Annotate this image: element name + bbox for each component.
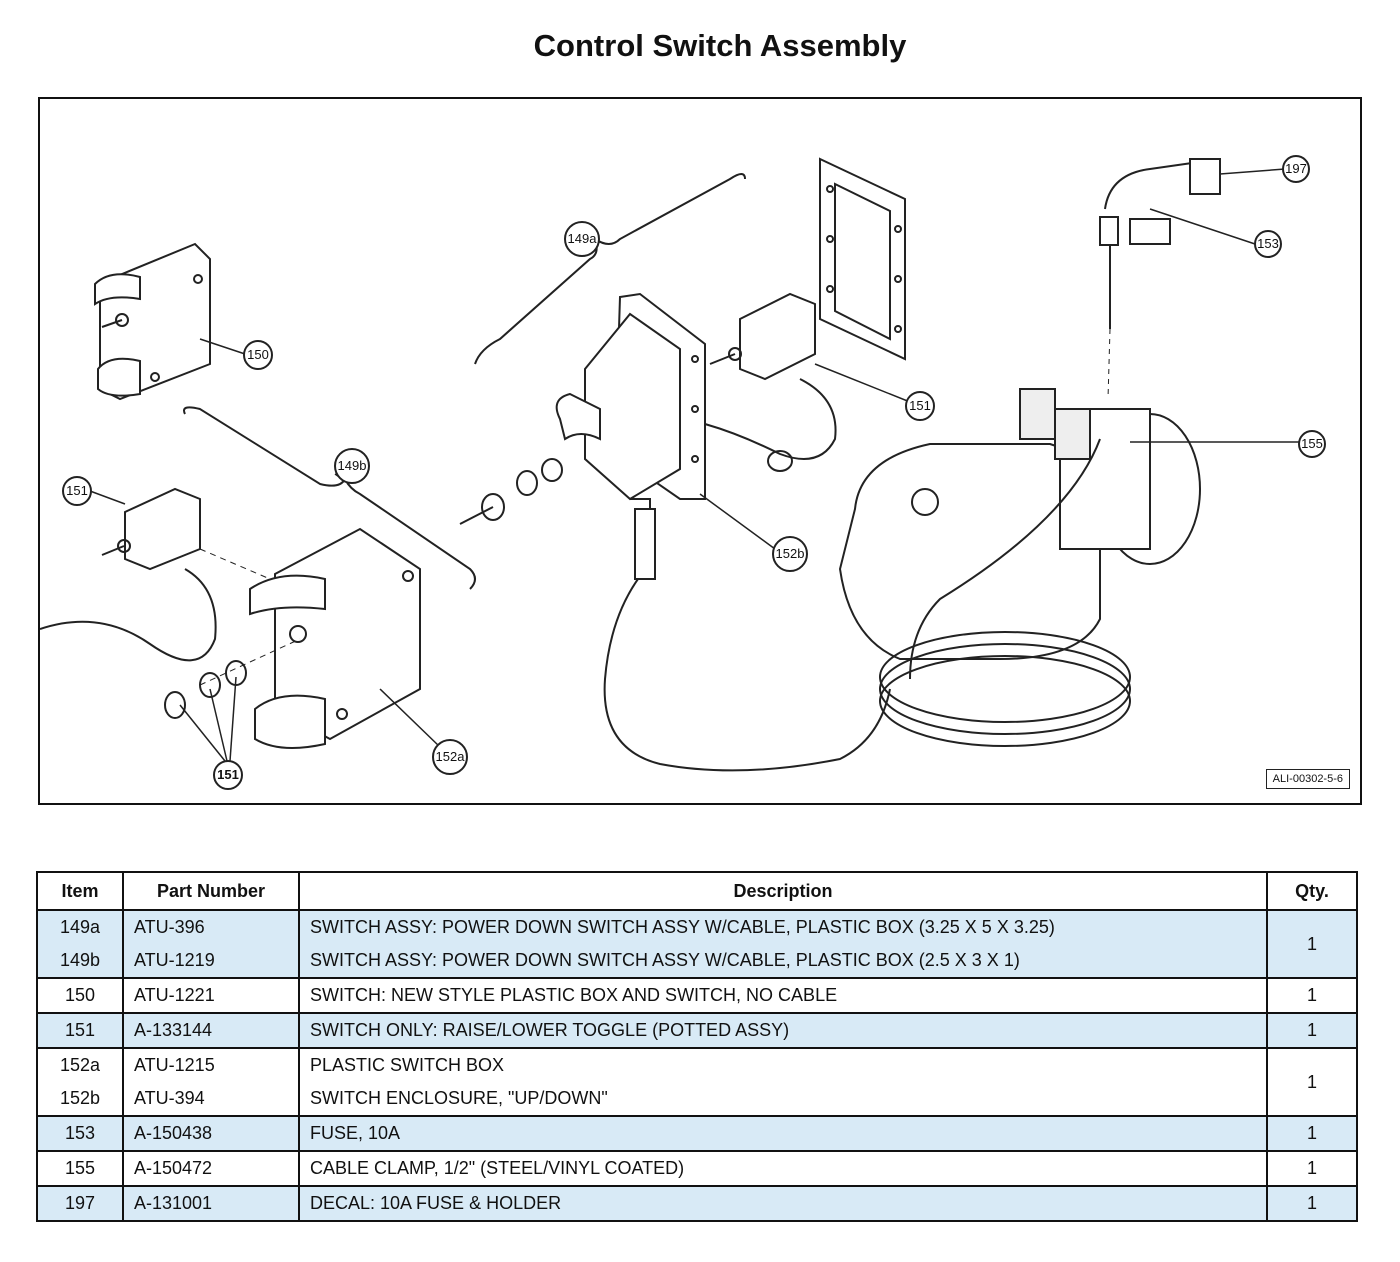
callout-151-center: 151 [909, 398, 931, 413]
callout-151-nuts: 151 [217, 767, 239, 782]
table-row: 150 ATU-1221 SWITCH: NEW STYLE PLASTIC B… [36, 977, 1358, 1014]
callout-bubbles [62, 155, 1326, 790]
table-row: 197 A-131001 DECAL: 10A FUSE & HOLDER 1 [36, 1185, 1358, 1222]
cell-qty: 1 [1266, 909, 1358, 979]
cell-item: 151 [36, 1012, 124, 1048]
switch-enclosure-152b [555, 292, 891, 772]
cell-qty: 1 [1266, 977, 1358, 1014]
callout-151-left: 151 [66, 483, 88, 498]
plastic-switch-box-152a [249, 527, 421, 749]
cell-qty: 1 [1266, 1012, 1358, 1049]
callout-197: 197 [1285, 161, 1307, 176]
cell-qty: 1 [1266, 1047, 1358, 1117]
toggle-switch-151 [40, 487, 271, 662]
cell-qty: 1 [1266, 1115, 1358, 1152]
cell-description: SWITCH ASSY: POWER DOWN SWITCH ASSY W/CA… [298, 944, 1268, 978]
cell-description: FUSE, 10A [298, 1115, 1268, 1151]
callout-149a: 149a [567, 231, 597, 246]
callout-152b: 152b [775, 546, 805, 561]
cell-description: DECAL: 10A FUSE & HOLDER [298, 1185, 1268, 1222]
cell-item: 152b [36, 1082, 124, 1116]
diagram-drawing [40, 155, 1326, 790]
table-row: 155 A-150472 CABLE CLAMP, 1/2" (STEEL/VI… [36, 1150, 1358, 1187]
header-qty: Qty. [1266, 871, 1358, 911]
header-description: Description [298, 871, 1268, 911]
gasket [819, 157, 906, 361]
parts-table: Item Part Number Description Qty. 149a A… [36, 871, 1358, 1222]
page-title: Control Switch Assembly [533, 28, 907, 63]
table-row: 149a ATU-396 SWITCH ASSY: POWER DOWN SWI… [36, 909, 1358, 979]
table-row: 151 A-133144 SWITCH ONLY: RAISE/LOWER TO… [36, 1012, 1358, 1049]
cell-item: 153 [36, 1115, 124, 1151]
cell-description: SWITCH ASSY: POWER DOWN SWITCH ASSY W/CA… [298, 909, 1268, 944]
table-row: 149b ATU-1219 SWITCH ASSY: POWER DOWN SW… [36, 944, 1357, 978]
cell-part-number: A-150438 [122, 1115, 300, 1151]
power-unit [838, 388, 1201, 747]
callout-152a: 152a [435, 749, 465, 764]
cell-qty: 1 [1266, 1150, 1358, 1187]
header-item: Item [36, 871, 124, 911]
cell-part-number: ATU-1219 [122, 944, 300, 978]
exploded-parts-diagram: 150 149a 151 149b 152a 151 152b 151 197 … [38, 97, 1362, 805]
cell-qty: 1 [1266, 1185, 1358, 1222]
cell-part-number: ATU-1221 [122, 977, 300, 1013]
header-part-number: Part Number [122, 871, 300, 911]
toggle-switch-151-center [704, 292, 837, 472]
table-row: 153 A-150438 FUSE, 10A 1 [36, 1115, 1358, 1152]
table-row: 152a ATU-1215 PLASTIC SWITCH BOX 1 [36, 1047, 1358, 1117]
table-row: 152b ATU-394 SWITCH ENCLOSURE, "UP/DOWN" [36, 1082, 1357, 1116]
cell-part-number: A-133144 [122, 1012, 300, 1048]
bracket-149a [474, 173, 746, 365]
cell-part-number: ATU-1215 [122, 1047, 300, 1082]
fuse-holder [1099, 158, 1221, 400]
cell-item: 149a [36, 909, 124, 944]
cell-description: PLASTIC SWITCH BOX [298, 1047, 1268, 1082]
cell-part-number: A-150472 [122, 1150, 300, 1186]
table-header-row: Item Part Number Description Qty. [36, 871, 1358, 911]
cell-description: SWITCH ONLY: RAISE/LOWER TOGGLE (POTTED … [298, 1012, 1268, 1048]
cell-item: 197 [36, 1185, 124, 1222]
cell-description: SWITCH: NEW STYLE PLASTIC BOX AND SWITCH… [298, 977, 1268, 1013]
cell-part-number: ATU-396 [122, 909, 300, 944]
cell-part-number: ATU-394 [122, 1082, 300, 1116]
cell-description: CABLE CLAMP, 1/2" (STEEL/VINYL COATED) [298, 1150, 1268, 1186]
callout-150: 150 [247, 347, 269, 362]
cell-item: 155 [36, 1150, 124, 1186]
nut-washer-set-center [459, 458, 563, 525]
cell-item: 149b [36, 944, 124, 978]
switch-box-150 [94, 242, 211, 401]
drawing-reference: ALI-00302-5-6 [1265, 769, 1350, 789]
callout-153: 153 [1257, 236, 1279, 251]
cell-item: 152a [36, 1047, 124, 1082]
leader-lines [89, 168, 1300, 762]
callout-149b: 149b [337, 458, 367, 473]
nut-washer-set-left [164, 638, 301, 719]
callout-155: 155 [1301, 436, 1323, 451]
cell-item: 150 [36, 977, 124, 1013]
cell-description: SWITCH ENCLOSURE, "UP/DOWN" [298, 1082, 1268, 1116]
cell-part-number: A-131001 [122, 1185, 300, 1222]
